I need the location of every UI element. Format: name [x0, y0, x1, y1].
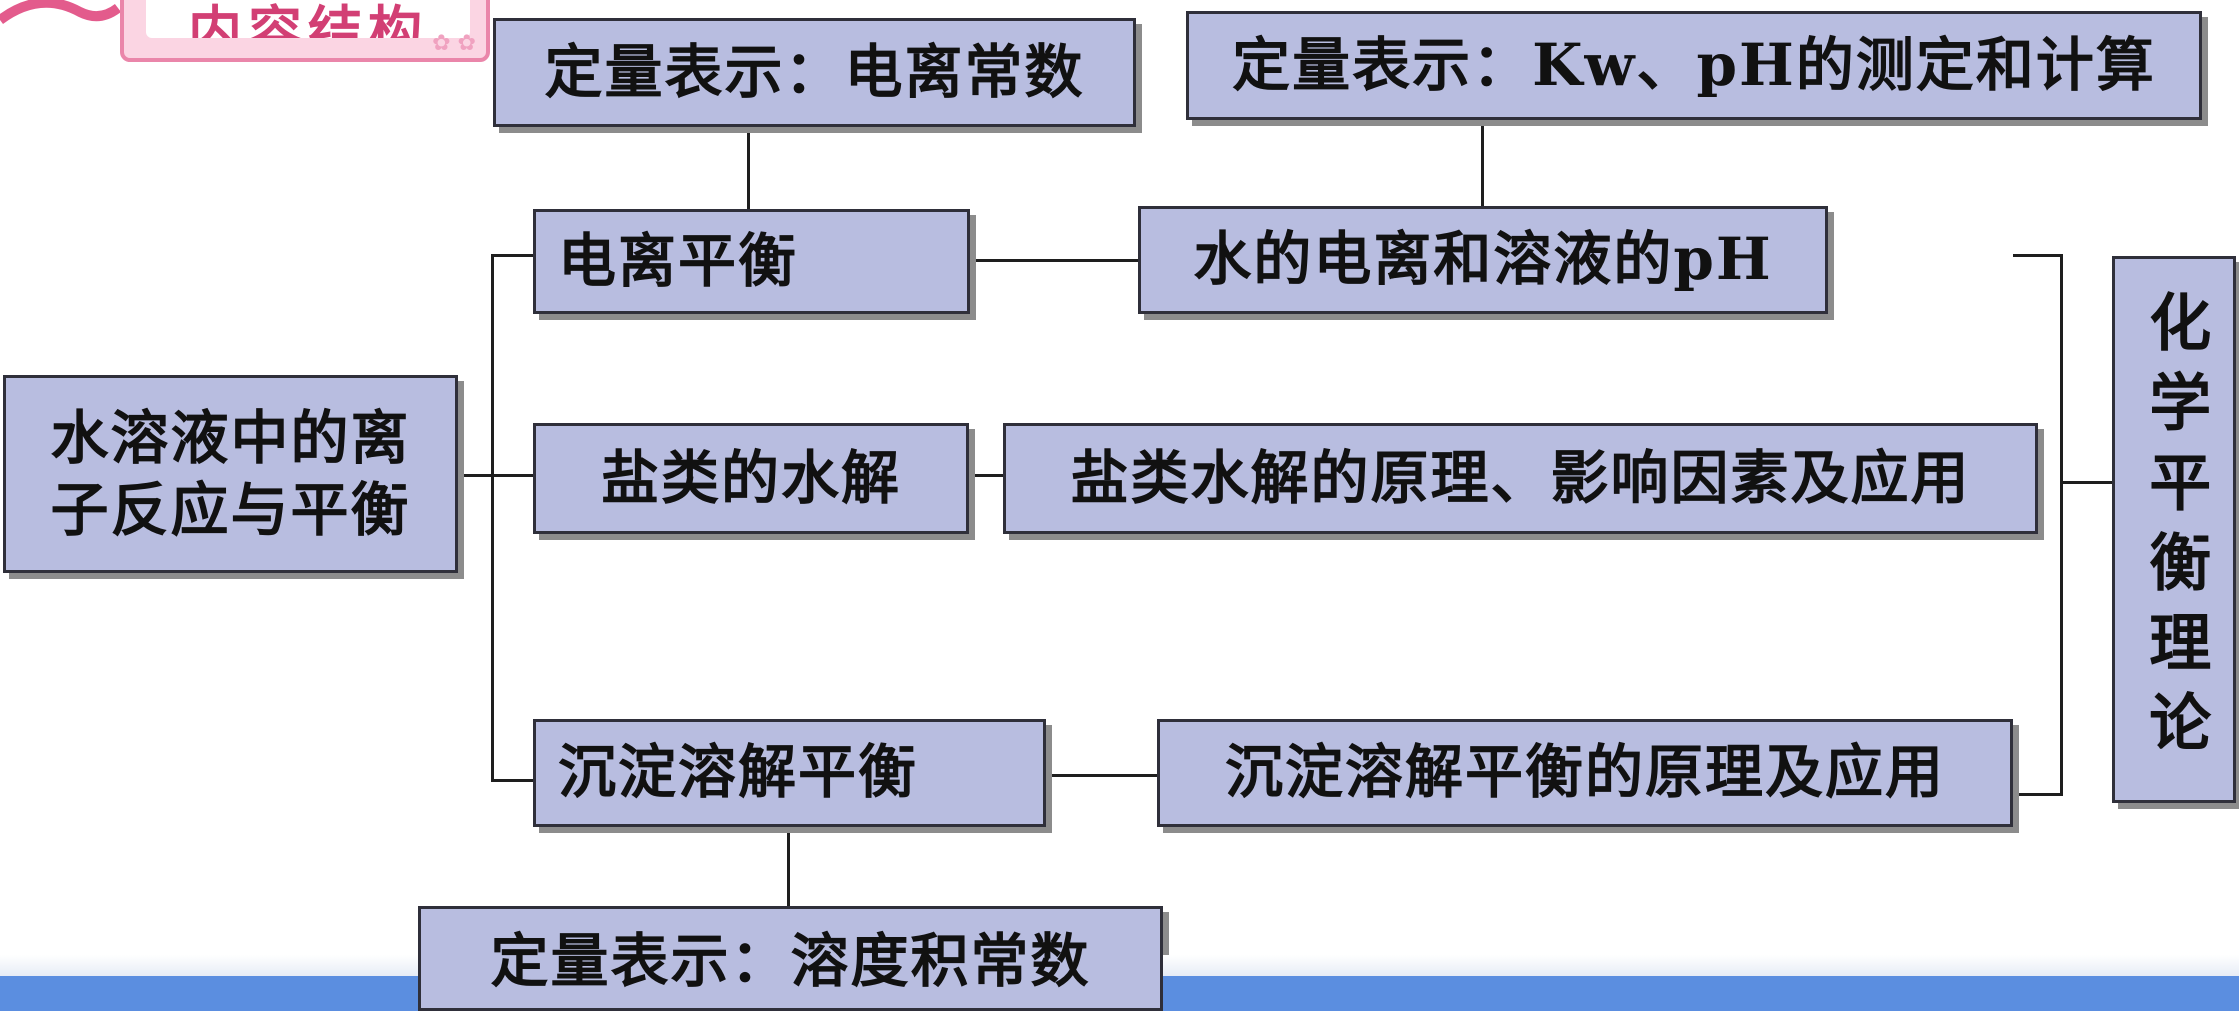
ionization-quant-node: 定量表示：电离常数	[493, 18, 1136, 127]
water-quant-node: 定量表示：Kw、pH的测定和计算	[1186, 11, 2202, 120]
pink-swirl-decoration	[0, 0, 120, 25]
ionization-quant-label: 定量表示：电离常数	[544, 37, 1085, 106]
footer-banner-shade	[1163, 955, 2239, 976]
root-node-label: 水溶液中的离子反应与平衡	[50, 403, 411, 545]
hydrolysis-detail-label: 盐类水解的原理、影响因素及应用	[1070, 443, 1971, 512]
footer-banner-left	[0, 976, 418, 1011]
theory-label: 化学平衡理论	[2138, 289, 2212, 770]
bracket-bottom-stub	[2014, 793, 2063, 796]
hydrolysis-node: 盐类的水解	[533, 423, 969, 534]
root-node: 水溶液中的离子反应与平衡	[3, 375, 458, 573]
connector-trunk-to-ionization	[491, 254, 534, 257]
bracket-top-stub	[2013, 254, 2062, 257]
connector-root-to-trunk	[458, 474, 492, 477]
bracket-vertical	[2060, 254, 2063, 795]
precipitation-detail-node: 沉淀溶解平衡的原理及应用	[1157, 719, 2013, 827]
footer-banner-shade-left	[0, 955, 418, 976]
connector-trunk-to-precipitation	[491, 779, 534, 782]
water-node: 水的电离和溶液的pH	[1138, 206, 1828, 314]
precipitation-node: 沉淀溶解平衡	[533, 719, 1046, 827]
connector-trunk	[491, 254, 494, 782]
connector-ionization-to-water	[970, 259, 1138, 262]
ionization-label: 电离平衡	[558, 226, 799, 295]
precipitation-quant-label: 定量表示：溶度积常数	[490, 927, 1091, 995]
section-tag: 内容结构 ✿ ✿	[120, 0, 490, 62]
precipitation-quant-node: 定量表示：溶度积常数	[418, 906, 1163, 1011]
connector-trunk-to-hydrolysis	[491, 474, 534, 477]
connector-ionization-to-quant	[747, 127, 750, 209]
ionization-node: 电离平衡	[533, 209, 970, 314]
connector-precip-to-quant	[787, 827, 790, 907]
precipitation-label: 沉淀溶解平衡	[558, 738, 919, 807]
connector-precip-to-detail	[1046, 774, 1157, 777]
connector-water-to-quant	[1481, 120, 1484, 206]
water-quant-label: 定量表示：Kw、pH的测定和计算	[1232, 30, 2156, 99]
water-label: 水的电离和溶液的pH	[1193, 225, 1773, 294]
flower-decoration: ✿ ✿	[432, 31, 476, 56]
bracket-to-theory	[2060, 481, 2112, 484]
theory-node: 化学平衡理论	[2112, 256, 2236, 803]
footer-banner-right	[1163, 976, 2239, 1011]
section-tag-label-wrap: 内容结构	[146, 0, 470, 38]
precipitation-detail-label: 沉淀溶解平衡的原理及应用	[1224, 738, 1945, 807]
connector-hydrolysis-to-detail	[969, 474, 1003, 477]
section-tag-label: 内容结构	[188, 0, 428, 38]
hydrolysis-label: 盐类的水解	[600, 443, 901, 512]
hydrolysis-detail-node: 盐类水解的原理、影响因素及应用	[1003, 423, 2038, 534]
